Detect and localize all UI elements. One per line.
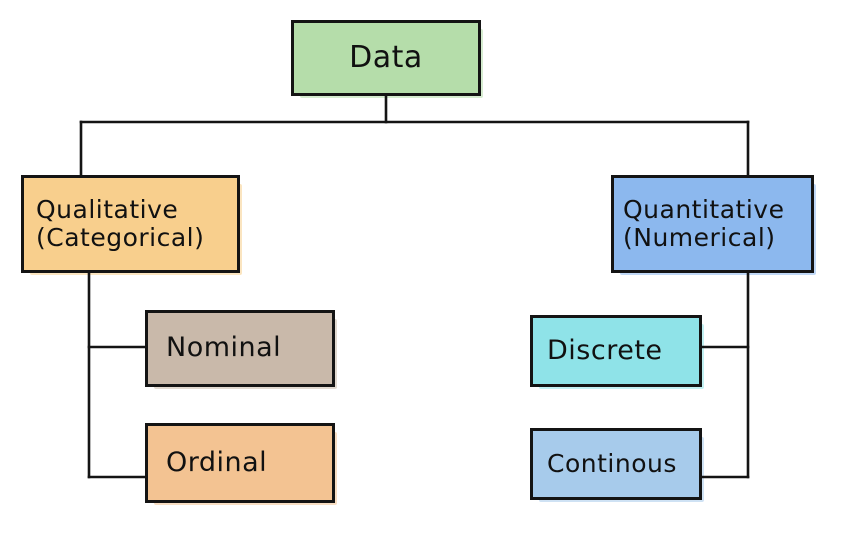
node-ordinal[interactable]: Ordinal — [145, 423, 337, 505]
node-data[interactable]: Data — [291, 20, 483, 98]
node-continous[interactable]: Continous — [530, 428, 704, 502]
node-discrete[interactable]: Discrete — [530, 315, 704, 389]
node-nominal[interactable]: Nominal — [145, 310, 337, 389]
node-qualitative[interactable]: Qualitative (Categorical) — [21, 175, 242, 275]
node-quantitative[interactable]: Quantitative (Numerical) — [611, 175, 816, 275]
